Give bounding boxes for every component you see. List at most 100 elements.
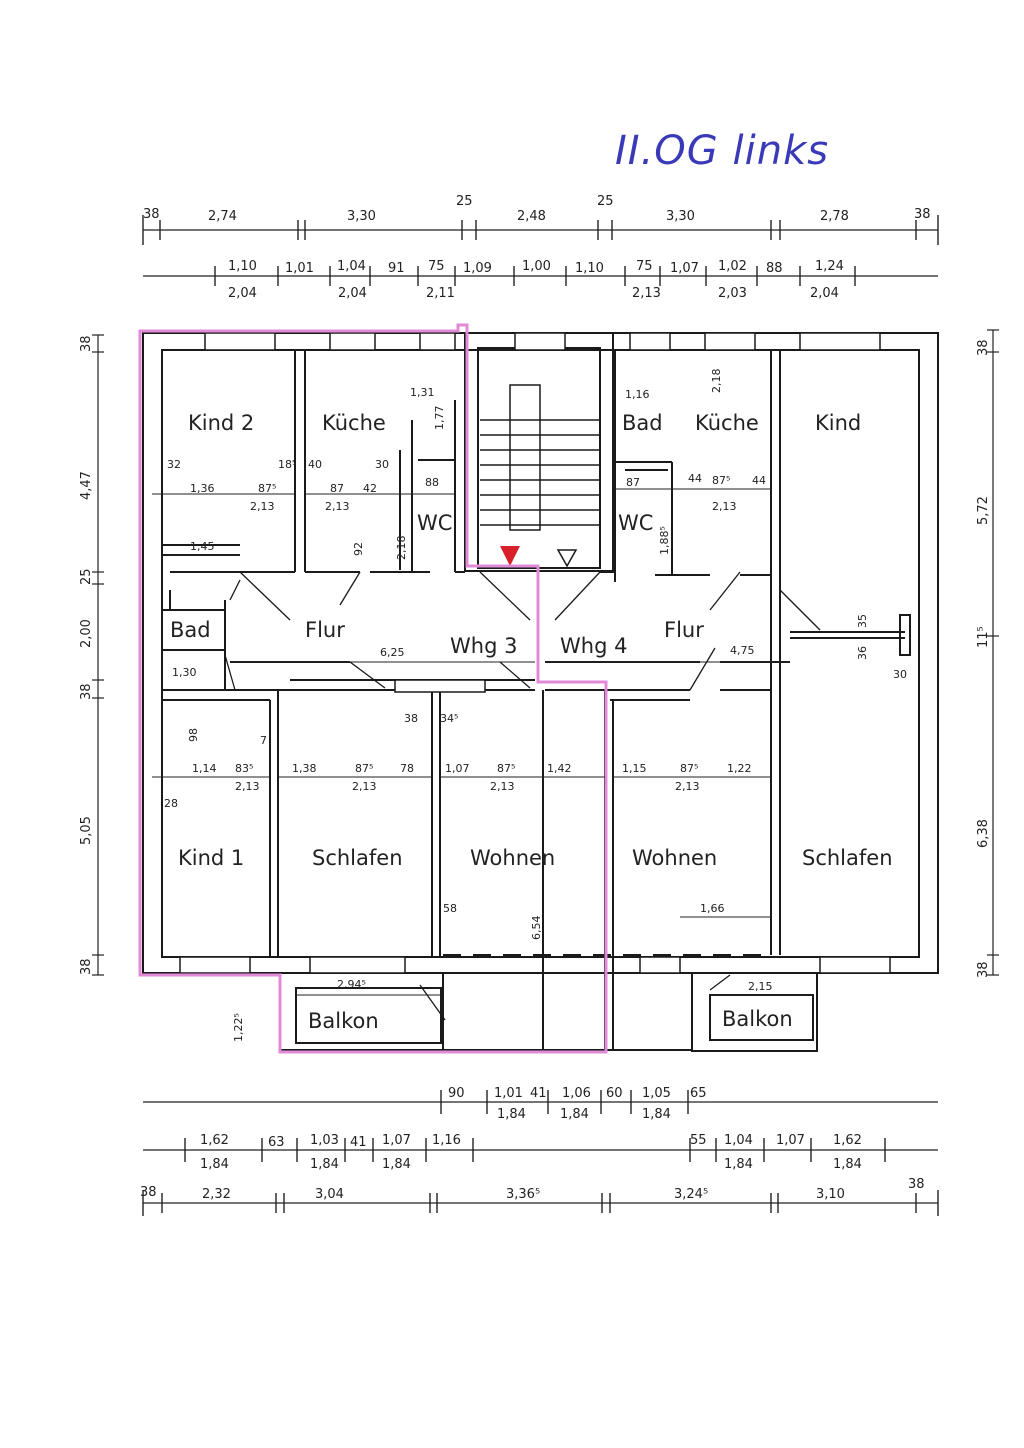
dim-label: 38	[143, 207, 160, 222]
stair-marker-icon	[500, 546, 520, 566]
room-kueche-left: Küche	[322, 411, 386, 435]
dim-label: 1,00	[522, 259, 551, 274]
dim-label: 1,84	[642, 1107, 671, 1122]
dim-label: 3,04	[315, 1187, 344, 1202]
dim-label: 87	[626, 476, 640, 489]
room-kind1: Kind 1	[178, 846, 244, 870]
dim-label: 38	[140, 1185, 157, 1200]
dim-label: 65	[690, 1086, 707, 1101]
room-whg4: Whg 4	[560, 634, 627, 658]
dim-label: 44	[752, 474, 766, 487]
dim-label: 1,66	[700, 902, 725, 915]
dim-label: 2,04	[810, 286, 839, 301]
room-bad-right: Bad	[622, 411, 663, 435]
right-dimension-labels: 38 5,72 11⁵ 6,38 38	[976, 339, 991, 978]
dim-label: 1,15	[622, 762, 647, 775]
dim-label: 58	[443, 902, 457, 915]
dim-label: 1,09	[463, 261, 492, 276]
dim-label: 1,02	[718, 259, 747, 274]
dim-label: 1,06	[562, 1086, 591, 1101]
dim-label: 1,88⁵	[658, 526, 671, 555]
bottom-dimension-lines	[142, 1090, 939, 1216]
dim-label: 98	[187, 728, 200, 742]
dim-label: 6,38	[976, 819, 991, 848]
dim-label: 1,36	[190, 482, 215, 495]
room-flur-left: Flur	[305, 618, 345, 642]
room-wohnen-right: Wohnen	[632, 846, 717, 870]
dim-label: 87⁵	[258, 482, 276, 495]
side-dimension-lines	[92, 329, 999, 976]
room-balkon-left: Balkon	[308, 1009, 379, 1033]
dim-label: 1,84	[497, 1107, 526, 1122]
room-schlafen-left: Schlafen	[312, 846, 403, 870]
dim-label: 25	[456, 194, 473, 209]
dim-label: 1,45	[190, 540, 215, 553]
dim-label: 1,22⁵	[232, 1013, 245, 1042]
dim-label: 41	[350, 1135, 367, 1150]
dim-label: 2,11	[426, 286, 455, 301]
dim-label: 1,10	[575, 261, 604, 276]
dim-label: 1,31	[410, 386, 435, 399]
dim-label: 42	[363, 482, 377, 495]
dim-label: 2,13	[235, 780, 260, 793]
dim-label: 1,84	[310, 1157, 339, 1172]
dim-label: 1,84	[560, 1107, 589, 1122]
dim-label: 41	[530, 1086, 547, 1101]
dim-label: 60	[606, 1086, 623, 1101]
dim-label: 40	[308, 458, 322, 471]
dim-label: 25	[597, 194, 614, 209]
dim-label: 1,22	[727, 762, 752, 775]
dim-label: 38	[79, 683, 94, 700]
dim-label: 1,62	[200, 1133, 229, 1148]
dim-label: 87⁵	[680, 762, 698, 775]
dim-label: 2,94⁵	[337, 978, 366, 991]
dim-label: 1,07	[382, 1133, 411, 1148]
dim-label: 2,13	[632, 286, 661, 301]
dim-label: 2,03	[718, 286, 747, 301]
dim-label: 2,04	[228, 286, 257, 301]
top-dimension-lines	[142, 215, 939, 286]
room-wc-right: WC	[618, 511, 653, 535]
dim-label: 1,38	[292, 762, 317, 775]
bottom-dimension-labels: 90 1,01 41 1,06 60 1,05 65 1,84 1,84 1,8…	[140, 1086, 925, 1202]
room-balkon-right: Balkon	[722, 1007, 793, 1031]
dim-label: 87⁵	[712, 474, 730, 487]
dim-label: 63	[268, 1135, 285, 1150]
dim-label: 4,47	[79, 471, 94, 500]
dim-label: 6,54	[530, 916, 543, 941]
dim-label: 4,75	[730, 644, 755, 657]
dim-label: 38	[914, 207, 931, 222]
dim-label: 2,00	[79, 619, 94, 648]
dim-label: 75	[636, 259, 653, 274]
dim-label: 1,04	[337, 259, 366, 274]
dim-label: 30	[893, 668, 907, 681]
dim-label: 1,84	[724, 1157, 753, 1172]
dim-label: 2,78	[820, 209, 849, 224]
dim-label: 1,01	[285, 261, 314, 276]
dim-label: 3,10	[816, 1187, 845, 1202]
dim-label: 5,05	[79, 816, 94, 845]
dim-label: 1,16	[625, 388, 650, 401]
room-flur-right: Flur	[664, 618, 704, 642]
room-wc-left: WC	[417, 511, 452, 535]
dim-label: 83⁵	[235, 762, 253, 775]
windows	[179, 332, 891, 974]
dim-label: 38	[908, 1177, 925, 1192]
dim-label: 3,30	[347, 209, 376, 224]
dim-label: 88	[766, 261, 783, 276]
inner-dimension-labels: 1,31 1,77 1,16 2,18 32 18⁵ 40 30 1,36 87…	[164, 369, 907, 1043]
dim-label: 91	[388, 261, 405, 276]
dim-label: 55	[690, 1133, 707, 1148]
dim-label: 2,13	[250, 500, 275, 513]
dim-label: 87	[330, 482, 344, 495]
dim-label: 2,13	[675, 780, 700, 793]
dim-label: 1,62	[833, 1133, 862, 1148]
dim-label: 1,77	[433, 406, 446, 431]
room-wohnen-left: Wohnen	[470, 846, 555, 870]
dim-label: 88	[425, 476, 439, 489]
room-kueche-right: Küche	[695, 411, 759, 435]
dim-label: 2,13	[352, 780, 377, 793]
dim-label: 2,18	[395, 536, 408, 561]
dim-label: 30	[375, 458, 389, 471]
dim-label: 11⁵	[976, 626, 991, 648]
